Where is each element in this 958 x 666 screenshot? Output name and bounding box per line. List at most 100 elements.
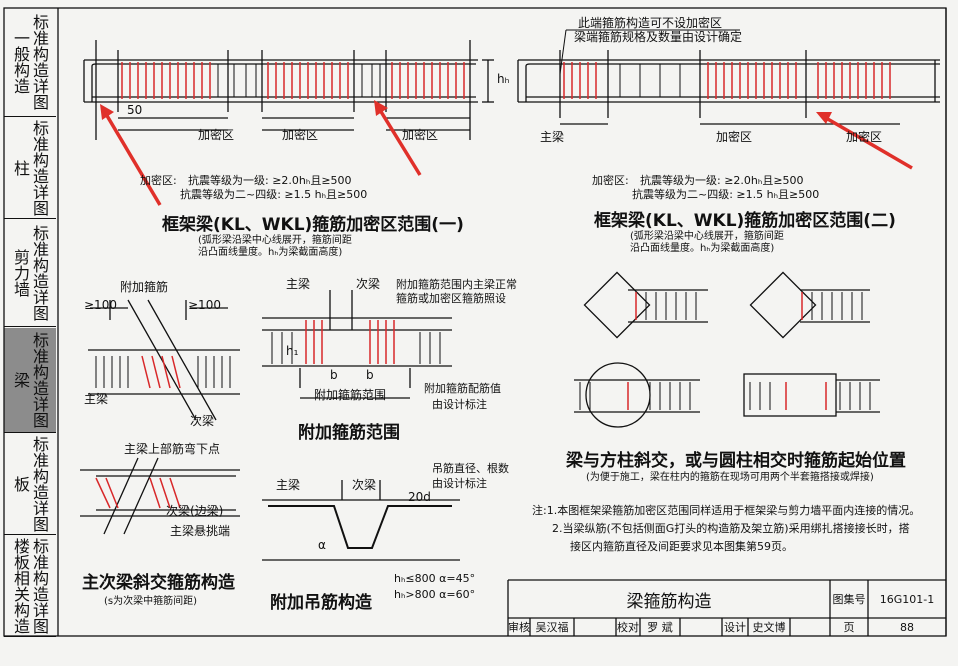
fig3-title: 附加箍筋范围: [298, 423, 400, 443]
stirrups-normal-kl-1: [217, 64, 381, 97]
hanger-condition-2: hₕ>800 α=60°: [394, 588, 476, 601]
zone-label: 加密区: [282, 128, 319, 142]
alpha-label: α: [318, 538, 326, 552]
sidebar-item-sublabel: 标准构造详图: [30, 538, 49, 634]
hanger-bar-detail: [262, 480, 460, 561]
sidebar-item-sublabel: 标准构造详图: [30, 225, 49, 321]
sidebar-item-label: 楼板相关构造: [11, 538, 30, 634]
dim-50: 50: [127, 103, 143, 117]
fig1-note-2: 沿凸面线量度。hₕ为梁截面高度): [198, 247, 343, 258]
sidebar-item-beam[interactable]: 梁 标准构造详图: [4, 328, 56, 433]
fig2-title: 框架梁(KL、WKL)箍筋加密区范围(二): [594, 211, 896, 231]
zone-rule-2: 抗震等级为二~四级: ≥1.5 hₕ且≥500: [180, 188, 368, 201]
edge-beam-label: 次梁(边梁): [166, 504, 224, 518]
fig1-note-1: (弧形梁沿梁中心线展开，箍筋间距: [198, 235, 352, 246]
zone-rule-1: 抗震等级为一级: ≥2.0hₕ且≥500: [188, 174, 352, 187]
stirrups-kl-2: [563, 62, 891, 99]
design-label: 设计: [724, 621, 746, 634]
dim-ge100: ≥100: [188, 298, 221, 312]
fig6-subnote: (为便于施工，梁在柱内的箍筋在现场可用两个半套箍搭接或焊接): [586, 472, 874, 483]
fig6-title: 梁与方柱斜交，或与圆柱相交时箍筋起始位置: [566, 451, 906, 471]
review-label: 审核: [508, 621, 530, 634]
sidebar-item-column[interactable]: 柱 标准构造详图: [4, 118, 56, 219]
main-beam-label: 主梁: [540, 130, 565, 144]
sidebar-item-sublabel: 标准构造详图: [30, 436, 49, 532]
designer-name: 史文博: [752, 621, 786, 634]
annotation-arrows-1: [100, 100, 422, 206]
callout-1: 此端箍筋构造可不设加密区: [578, 16, 723, 30]
extra-stirrup-note-1: 附加箍筋范围内主梁正常: [396, 278, 517, 291]
general-note-1: 注:1.本图框架梁箍筋加密区范围同样适用于框架梁与剪力墙平面内连接的情况。: [532, 504, 921, 517]
oblique-cantilever-detail: [80, 457, 240, 535]
stirrups-kl-1: [121, 62, 465, 99]
page-number: 88: [900, 620, 914, 634]
hb-label: hₕ: [497, 72, 510, 86]
main-beam-label: 主梁: [84, 392, 109, 406]
atlas-number: 16G101-1: [879, 592, 935, 606]
oblique-beam-detail: [88, 299, 240, 421]
fig4-subnote: (s为次梁中箍筋间距): [104, 596, 198, 607]
main-beam-label: 主梁: [276, 478, 301, 492]
beam-kl-2: [517, 50, 940, 125]
reviewer-name: 吴汉福: [535, 621, 569, 634]
zone-label: 加密区: [198, 128, 235, 142]
sidebar-item-label: 剪力墙: [11, 249, 30, 297]
fig1-title: 框架梁(KL、WKL)箍筋加密区范围(一): [162, 215, 464, 235]
zone-label: 加密区: [402, 128, 439, 142]
zone-rule-1: 抗震等级为一级: ≥2.0hₕ且≥500: [640, 174, 804, 187]
d20-label: 20d: [408, 490, 431, 504]
main-beam-label: 主梁: [286, 277, 311, 291]
sidebar-item-label: 一般构造: [11, 30, 30, 94]
b-label: b: [330, 368, 338, 382]
design-note-2: 由设计标注: [432, 398, 487, 411]
checker-name: 罗 斌: [647, 621, 673, 634]
fig2-note-1: (弧形梁沿梁中心线展开，箍筋间距: [630, 231, 784, 242]
fig4-title: 主次梁斜交箍筋构造: [82, 573, 235, 593]
h1-label: h₁: [286, 344, 299, 358]
sidebar-item-slab[interactable]: 板 标准构造详图: [4, 434, 56, 535]
sidebar-item-sublabel: 标准构造详图: [30, 120, 49, 216]
sidebar-item-sublabel: 标准构造详图: [30, 14, 49, 110]
fig2-note-2: 沿凸面线量度。hₕ为梁截面高度): [630, 243, 775, 254]
page-label: 页: [843, 621, 855, 634]
sidebar-item-shear-wall[interactable]: 剪力墙 标准构造详图: [4, 220, 56, 327]
sidebar-item-sublabel: 标准构造详图: [30, 332, 49, 428]
range-label: 附加箍筋范围: [314, 388, 387, 402]
hanger-condition-1: hₕ≤800 α=45°: [394, 572, 476, 585]
secondary-beam-label: 次梁: [356, 277, 381, 291]
extra-stirrup-label: 附加箍筋: [120, 280, 169, 294]
zone-label: 加密区: [716, 130, 753, 144]
hanger-note-1: 吊筋直径、根数: [432, 462, 509, 475]
b-label: b: [366, 368, 374, 382]
sidebar-item-general[interactable]: 一般构造 标准构造详图: [4, 8, 56, 117]
secondary-beam-label: 次梁: [190, 414, 215, 428]
cantilever-label: 主梁悬挑端: [170, 524, 231, 538]
zone-rule-label: 加密区:: [592, 174, 629, 187]
zone-label: 加密区: [846, 130, 883, 144]
general-note-3: 接区内箍筋直径及间距要求见本图集第59页。: [570, 540, 793, 553]
sidebar-item-label: 梁: [11, 372, 30, 388]
top-bend-label: 主梁上部筋弯下点: [124, 442, 221, 456]
annotation-arrows-2: [816, 112, 913, 170]
general-note-2: 2.当梁纵筋(不包括侧面G打头的构造筋及架立筋)采用绑扎搭接接长时，搭: [552, 522, 910, 535]
dim-ge100: ≥100: [84, 298, 117, 312]
design-note-1: 附加箍筋配筋值: [424, 382, 501, 395]
extra-stirrup-note-2: 箍筋或加密区箍筋照设: [396, 292, 506, 305]
secondary-beam-label: 次梁: [352, 478, 377, 492]
sidebar-item-label: 柱: [11, 160, 30, 176]
fig5-title: 附加吊筋构造: [270, 593, 372, 613]
drawing-title: 梁箍筋构造: [626, 591, 712, 612]
atlas-label: 图集号: [832, 593, 866, 606]
hanger-note-2: 由设计标注: [432, 477, 487, 490]
title-block: [507, 579, 946, 636]
zone-rule-2: 抗震等级为二~四级: ≥1.5 hₕ且≥500: [632, 188, 820, 201]
callout-2: 梁端箍筋规格及数量由设计确定: [574, 30, 743, 44]
beam-kl-1: [83, 40, 494, 140]
extra-stirrup-detail: [262, 290, 452, 399]
sidebar-item-label: 板: [11, 476, 30, 492]
check-label: 校对: [617, 621, 639, 634]
column-intersection-detail: [574, 271, 880, 428]
zone-rule-label: 加密区:: [140, 174, 177, 187]
